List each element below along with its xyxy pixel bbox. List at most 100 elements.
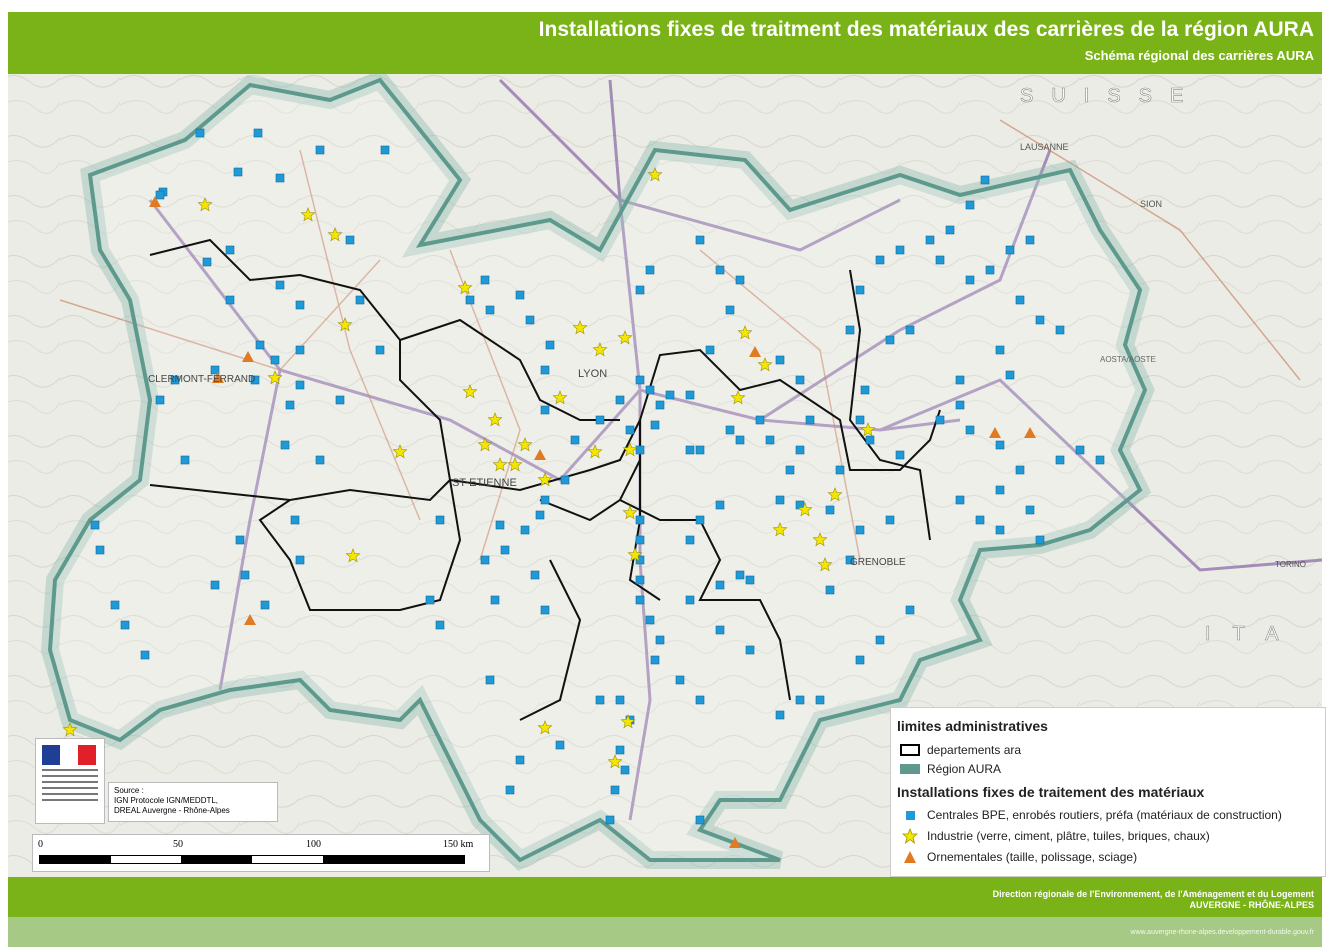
bpe-point [610, 785, 620, 795]
bpe-point [715, 625, 725, 635]
ornamental-point [242, 351, 254, 362]
bpe-point [1025, 235, 1035, 245]
industry-point [537, 720, 553, 735]
bpe-point [315, 145, 325, 155]
bpe-point [180, 455, 190, 465]
bpe-point [375, 345, 385, 355]
footer-website-link[interactable]: www.auvergne-rhone-alpes.developpement-d… [1130, 929, 1314, 936]
bpe-point [540, 495, 550, 505]
bpe-point [1035, 535, 1045, 545]
source-label: Source : [114, 786, 144, 795]
bpe-point [955, 495, 965, 505]
bpe-point [535, 510, 545, 520]
bpe-point [955, 375, 965, 385]
bpe-point [285, 400, 295, 410]
bpe-point [465, 295, 475, 305]
bpe-point [815, 695, 825, 705]
label-sion: SION [1140, 199, 1162, 209]
bpe-point [225, 245, 235, 255]
bpe-point [995, 485, 1005, 495]
bpe-point [855, 525, 865, 535]
industry-point [507, 457, 523, 472]
bpe-point [775, 710, 785, 720]
bpe-point [935, 415, 945, 425]
bpe-point [785, 465, 795, 475]
industry-point [477, 437, 493, 452]
region-swatch-icon [900, 764, 920, 774]
bpe-point [765, 435, 775, 445]
orange-triangle-icon [904, 851, 916, 863]
legend-ornamental: Ornementales (taille, polissage, sciage) [897, 849, 1137, 865]
industry-point [817, 557, 833, 572]
logo-text-lines [42, 769, 98, 805]
map-area[interactable]: SUISSE LAUSANNE SION LYON CLERMONT-FERRA… [8, 74, 1322, 877]
bpe-point [525, 315, 535, 325]
source-line-1: IGN Protocole IGN/MEDDTL, [114, 796, 219, 805]
bpe-point [435, 515, 445, 525]
scale-tick-100: 100 [306, 839, 321, 850]
bpe-point [515, 290, 525, 300]
bpe-point [955, 400, 965, 410]
bpe-point [233, 167, 243, 177]
ornamental-point [534, 449, 546, 460]
industry-point [552, 390, 568, 405]
bpe-point [965, 275, 975, 285]
bpe-point [255, 340, 265, 350]
bpe-point [865, 435, 875, 445]
bpe-point [695, 235, 705, 245]
bpe-point [985, 265, 995, 275]
bpe-point [620, 765, 630, 775]
bpe-point [1075, 445, 1085, 455]
industry-point [197, 197, 213, 212]
bpe-point [635, 575, 645, 585]
industry-point [300, 207, 316, 222]
bpe-point [650, 420, 660, 430]
place-labels: SUISSE LAUSANNE SION LYON CLERMONT-FERRA… [148, 85, 1306, 646]
industry-point [622, 505, 638, 520]
bpe-point [515, 755, 525, 765]
bpe-point [625, 425, 635, 435]
bpe-point [615, 395, 625, 405]
bpe-point [1015, 465, 1025, 475]
bpe-point [965, 425, 975, 435]
bpe-point [895, 245, 905, 255]
bpe-point [875, 635, 885, 645]
industry-point [797, 502, 813, 517]
industry-point [860, 422, 876, 437]
bpe-point [425, 595, 435, 605]
ornamental-point [1024, 427, 1036, 438]
industry-point [772, 522, 788, 537]
bpe-point [1025, 505, 1035, 515]
bpe-point [140, 650, 150, 660]
bpe-point [860, 385, 870, 395]
bpe-point [925, 235, 935, 245]
industry-point [487, 412, 503, 427]
bpe-point [250, 375, 260, 385]
industry-point [537, 472, 553, 487]
region-aura-outline [47, 77, 1148, 863]
bpe-point [1015, 295, 1025, 305]
industry-point [757, 357, 773, 372]
bpe-point [655, 635, 665, 645]
industry-point [827, 487, 843, 502]
scale-tick-0: 0 [38, 839, 43, 850]
industry-point [592, 342, 608, 357]
republic-logo [35, 738, 105, 824]
industry-point [622, 442, 638, 457]
bpe-point [240, 570, 250, 580]
label-clermont-ferrand: CLERMONT-FERRAND [148, 374, 255, 385]
bpe-point [490, 595, 500, 605]
map-canvas[interactable]: SUISSE LAUSANNE SION LYON CLERMONT-FERRA… [8, 74, 1322, 877]
bpe-point [202, 257, 212, 267]
bpe-point [645, 615, 655, 625]
bpe-point [225, 295, 235, 305]
bpe-point [855, 415, 865, 425]
bpe-point [540, 365, 550, 375]
bpe-point [745, 645, 755, 655]
bpe-point [635, 535, 645, 545]
industry-point [627, 547, 643, 562]
yellow-star-icon [902, 828, 918, 844]
bpe-point [995, 525, 1005, 535]
bpe-point [290, 515, 300, 525]
industry-point [730, 390, 746, 405]
